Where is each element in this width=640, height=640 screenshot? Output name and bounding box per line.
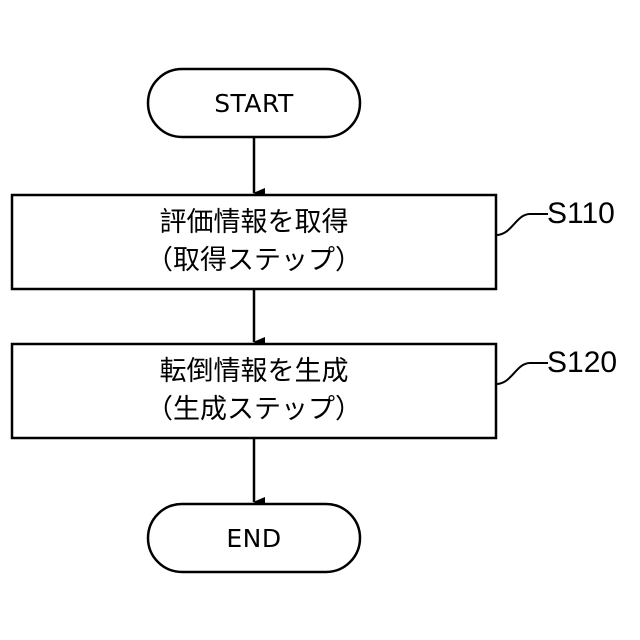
step-id-s110: S110 — [547, 199, 615, 229]
end-terminal: END — [148, 504, 360, 572]
process-s120-subtitle: （生成ステップ） — [146, 391, 362, 429]
process-s110-subtitle: （取得ステップ） — [146, 242, 362, 280]
leader-line-s120 — [496, 363, 548, 384]
process-s110: 評価情報を取得 （取得ステップ） — [12, 195, 496, 289]
process-s120-title: 転倒情報を生成 — [160, 353, 349, 391]
start-terminal: START — [148, 69, 360, 137]
step-id-s120: S120 — [547, 348, 617, 378]
start-label: START — [214, 89, 294, 118]
process-s110-title: 評価情報を取得 — [160, 204, 349, 242]
end-label: END — [226, 524, 281, 553]
leader-line-s110 — [496, 214, 548, 235]
process-s120: 転倒情報を生成 （生成ステップ） — [12, 344, 496, 438]
